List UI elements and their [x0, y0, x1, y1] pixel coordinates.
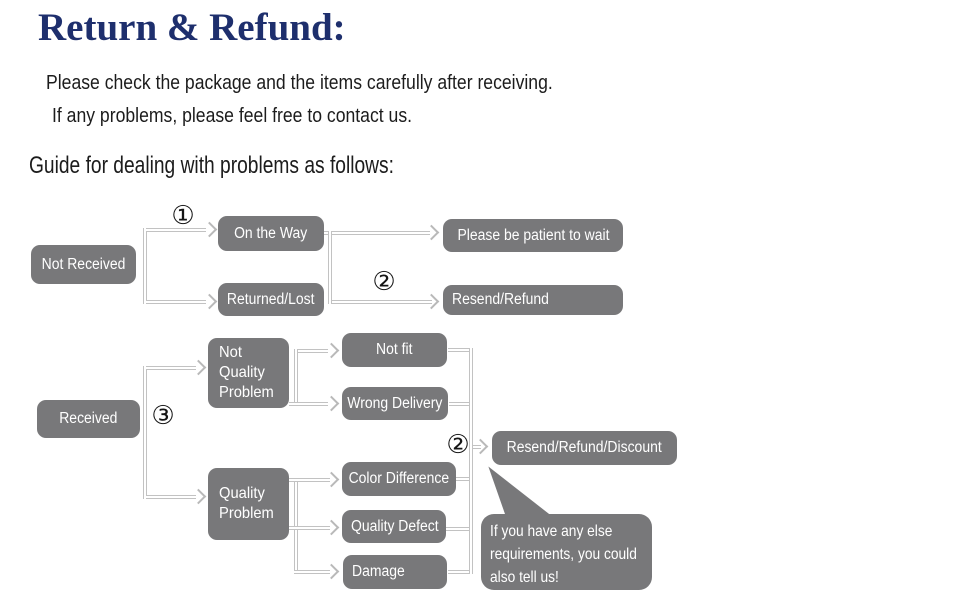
note-line: requirements, you could	[490, 546, 637, 564]
flow-node-label: Color Difference	[348, 470, 450, 488]
flow-node-received: Received	[37, 400, 140, 438]
flow-node-wrong-delivery: Wrong Delivery	[342, 387, 448, 420]
intro-text-line-2: If any problems, please feel free to con…	[52, 105, 413, 127]
flow-node-label: Received	[59, 410, 118, 428]
flow-node-label: Quality Problem	[219, 485, 274, 522]
flow-node-resend-refund: Resend/Refund	[443, 285, 623, 315]
connector-line	[469, 348, 473, 574]
connector-line	[332, 300, 432, 304]
flow-node-color-difference: Color Difference	[342, 462, 456, 496]
arrow-right-icon	[323, 471, 340, 488]
connector-line	[448, 348, 469, 352]
flow-node-label: Resend/Refund/Discount	[506, 439, 663, 457]
flow-node-not-fit: Not fit	[342, 333, 447, 367]
arrow-right-icon	[201, 293, 218, 310]
flow-node-label: Returned/Lost	[227, 290, 315, 308]
flow-node-not-quality-problem: Not Quality Problem	[208, 338, 289, 408]
page-title: Return & Refund:	[38, 6, 346, 49]
connector-line	[448, 570, 469, 574]
flow-node-damage: Damage	[343, 555, 447, 589]
connector-line	[473, 445, 481, 449]
flow-node-label: Resend/Refund	[452, 291, 549, 309]
note-line: also tell us!	[490, 569, 559, 587]
flow-node-on-the-way: On the Way	[218, 216, 324, 251]
arrow-right-icon	[323, 563, 340, 580]
connector-line	[289, 402, 328, 406]
flow-node-not-received: Not Received	[31, 245, 136, 284]
flow-node-label: On the Way	[234, 224, 308, 242]
step-2-marker: ②	[446, 430, 470, 460]
arrow-right-icon	[323, 395, 340, 412]
step-3-marker: ③	[151, 401, 175, 431]
connector-line	[146, 495, 196, 499]
arrow-right-icon	[190, 359, 207, 376]
arrow-right-icon	[323, 342, 340, 359]
flow-node-label: Not Quality Problem	[219, 344, 274, 401]
arrow-right-icon	[472, 438, 489, 455]
connector-line	[146, 366, 196, 370]
step-1-marker: ①	[171, 201, 195, 231]
connector-line	[328, 231, 332, 304]
flow-node-resend-refund-discount: Resend/Refund/Discount	[492, 431, 677, 465]
connector-line	[449, 402, 469, 406]
connector-line	[446, 527, 469, 531]
flow-node-quality-defect: Quality Defect	[342, 510, 446, 543]
flow-node-label: Quality Defect	[351, 517, 439, 535]
note-line: If you have any else	[490, 523, 613, 540]
note-speech-bubble: If you have any else requirements, you c…	[481, 514, 652, 590]
flow-node-label: Damage	[352, 563, 405, 581]
flow-node-label: Wrong Delivery	[347, 394, 443, 412]
connector-line	[294, 570, 330, 574]
connector-line	[143, 366, 147, 499]
connector-line	[289, 526, 330, 530]
connector-line	[289, 478, 330, 482]
flow-node-please-be-patient: Please be patient to wait	[443, 219, 623, 252]
connector-line	[143, 228, 147, 304]
flow-node-label: Not fit	[376, 341, 413, 359]
connector-line	[294, 349, 298, 406]
arrow-right-icon	[423, 224, 440, 241]
intro-text-line-1: Please check the package and the items c…	[46, 72, 553, 94]
arrow-right-icon	[190, 488, 207, 505]
guide-heading: Guide for dealing with problems as follo…	[29, 152, 394, 179]
step-2-marker: ②	[372, 267, 396, 297]
flow-node-label: Please be patient to wait	[456, 226, 609, 244]
arrow-right-icon	[423, 293, 440, 310]
connector-line	[146, 228, 206, 232]
arrow-right-icon	[201, 221, 218, 238]
connector-line	[456, 477, 469, 481]
connector-line	[298, 349, 328, 353]
arrow-right-icon	[323, 519, 340, 536]
connector-line	[146, 300, 206, 304]
flow-node-label: Not Received	[41, 255, 126, 273]
speech-bubble-tail	[488, 466, 553, 517]
connector-line	[324, 231, 430, 235]
flow-node-returned-lost: Returned/Lost	[218, 283, 324, 316]
flow-node-quality-problem: Quality Problem	[208, 468, 289, 540]
